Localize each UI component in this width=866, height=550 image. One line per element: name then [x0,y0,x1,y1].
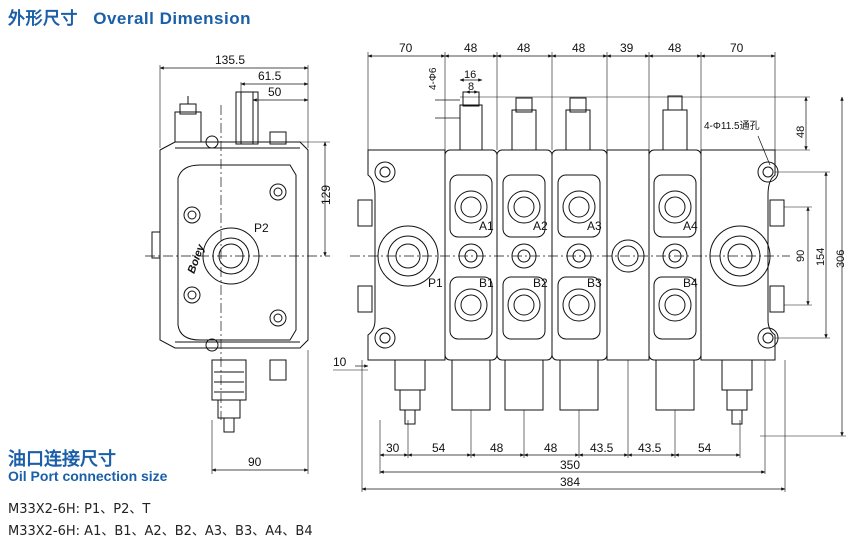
front-view [333,52,846,492]
dim-135: 135.5 [215,53,245,67]
dim-bot-2: 54 [432,441,446,455]
dim-129: 129 [319,185,333,205]
side-bolts [183,135,287,352]
dim-50: 50 [268,85,282,99]
section-4 [648,95,702,411]
dim-top-1: 70 [399,41,413,55]
dim-top-2: 48 [464,41,478,55]
section-title-en: Oil Port connection size [8,468,168,484]
inlet-cover [367,149,446,361]
port-a2: A2 [533,219,548,233]
dim-90-right: 90 [795,250,807,262]
title-en: Overall Dimension [93,9,252,28]
mount-hole-label: 4-Φ11.5通孔 [704,120,760,132]
dim-384: 384 [560,475,580,489]
spec-line-2: M33X2-6H: A1、B1、A2、B2、A3、B3、A4、B4 [8,524,313,539]
bottom-dim-labels: 30 54 48 48 43.5 43.5 54 [386,441,712,455]
page-title: 外形尺寸 Overall Dimension [8,4,251,29]
port-b3: B3 [587,276,602,290]
section-1 [444,91,498,411]
dim-top-6: 48 [668,41,682,55]
section-2 [496,97,553,411]
dim-top-5: 39 [620,41,634,55]
dim-top-3: 48 [517,41,531,55]
port-a1: A1 [479,219,494,233]
port-a3: A3 [587,219,602,233]
side-view [145,65,330,474]
dim-top-4: 48 [572,41,586,55]
dim-10: 10 [333,355,347,369]
dim-bot-6: 43.5 [638,441,662,455]
dim-bot-4: 48 [544,441,558,455]
section-title-cn: 油口连接尺寸 [8,449,116,469]
dim-16: 16 [464,69,476,81]
dim-bot-5: 43.5 [590,441,614,455]
spec-line-1: M33X2-6H: P1、P2、T [8,502,151,517]
dim-bot-7: 54 [698,441,712,455]
port-b4: B4 [683,276,698,290]
port-a4: A4 [683,219,698,233]
top-dim-labels: 70 48 48 48 39 48 70 [399,41,744,55]
title-cn: 外形尺寸 [8,9,78,28]
dim-154: 154 [815,248,827,266]
dim-phi6: 4-Φ6 [428,67,439,90]
port-b2: B2 [533,276,548,290]
port-b1: B1 [479,276,494,290]
dim-350: 350 [560,458,580,472]
logo-text: Boiey [186,242,208,275]
dim-bot-3: 48 [490,441,504,455]
center-block [606,149,650,361]
dim-61: 61.5 [258,69,282,83]
section-3 [551,97,608,411]
port-p1: P1 [428,276,443,290]
dim-48-right: 48 [795,126,807,138]
port-p2: P2 [254,221,269,235]
outlet-cover [700,149,776,361]
dim-8: 8 [468,81,474,93]
dim-bot-1: 30 [386,441,400,455]
dim-top-7: 70 [730,41,744,55]
dim-90-side: 90 [248,455,262,469]
dim-306: 306 [835,250,847,268]
port-labels: P1 A1 B1 A2 B2 A3 B3 A4 B4 [428,219,698,290]
